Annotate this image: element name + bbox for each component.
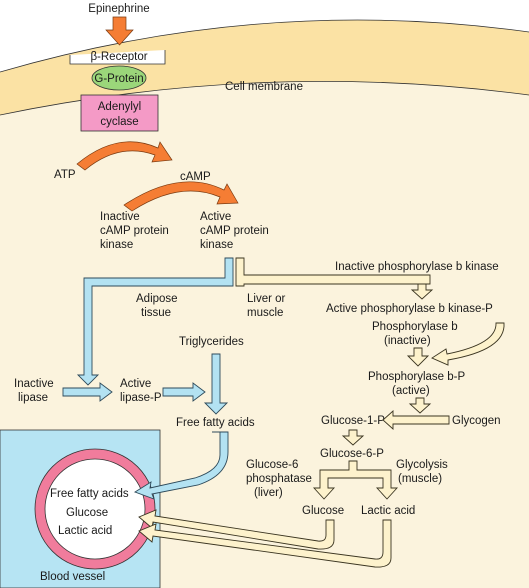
triglycerides-label: Triglycerides bbox=[179, 336, 244, 348]
cell-membrane-label: Cell membrane bbox=[225, 81, 303, 93]
membrane-outer-edge bbox=[0, 19, 529, 73]
g6p-phosphatase-line3: (liver) bbox=[254, 487, 283, 499]
glycolysis-line1: Glycolysis bbox=[396, 459, 448, 471]
phosphorylase-bp-line1: Phosphorylase b-P bbox=[368, 371, 465, 383]
lactic-acid-to-vessel-arrow bbox=[138, 519, 392, 568]
epinephrine-label: Epinephrine bbox=[88, 3, 149, 15]
adenylyl-cyclase-box bbox=[80, 94, 159, 132]
cell-membrane-band bbox=[0, 19, 529, 116]
active-pk-line2: cAMP protein bbox=[200, 225, 269, 237]
atp-to-camp-arrow bbox=[76, 141, 173, 171]
g1p-to-g6p-arrow bbox=[341, 429, 365, 446]
free-fatty-acids-label: Free fatty acids bbox=[176, 417, 255, 429]
phosphorylase-to-g1p-arrow bbox=[408, 397, 432, 414]
epinephrine-arrow bbox=[105, 16, 134, 46]
active-lipase-line1: Active bbox=[120, 378, 151, 390]
glycolysis-line2: (muscle) bbox=[398, 473, 442, 485]
phosphorylase-b-line1: Phosphorylase b bbox=[372, 321, 458, 333]
adipose-tissue-line2: tissue bbox=[141, 307, 171, 319]
pk-activation-arrow bbox=[123, 181, 239, 212]
glycogen-to-g1p-arrow bbox=[382, 409, 450, 431]
liver-muscle-pathway-arrow bbox=[235, 257, 431, 287]
g-protein-ellipse bbox=[91, 65, 147, 91]
liver-muscle-line2: muscle bbox=[247, 307, 283, 319]
inactive-pk-line2: cAMP protein bbox=[100, 225, 169, 237]
liver-muscle-line1: Liver or bbox=[247, 293, 286, 305]
inactive-phosphorylase-b-kinase-label: Inactive phosphorylase b kinase bbox=[335, 261, 499, 273]
camp-label: cAMP bbox=[180, 171, 211, 183]
glucose-6-p-label: Glucose-6-P bbox=[320, 448, 384, 460]
inactive-lipase-line2: lipase bbox=[18, 392, 48, 404]
active-lipase-line2: lipase-P bbox=[120, 392, 162, 404]
inactive-pk-line3: kinase bbox=[100, 239, 133, 251]
adipose-pathway-arrow bbox=[76, 257, 234, 386]
adenylyl-cyclase-label-line2: cyclase bbox=[100, 116, 138, 128]
g6p-branch-arrow bbox=[312, 460, 399, 500]
lipase-to-triglycerides-arrow bbox=[162, 382, 206, 402]
inactive-pk-line1: Inactive bbox=[100, 211, 140, 223]
blood-vessel-label: Blood vessel bbox=[40, 571, 105, 583]
blood-vessel-lumen bbox=[44, 458, 146, 560]
inactive-lipase-line1: Inactive bbox=[14, 378, 54, 390]
membrane-inner-edge bbox=[0, 81, 529, 116]
vessel-glucose-label: Glucose bbox=[66, 507, 108, 519]
lipase-activation-arrow bbox=[62, 382, 113, 402]
g6p-phosphatase-line2: phosphatase bbox=[246, 473, 312, 485]
active-pk-line1: Active bbox=[200, 211, 231, 223]
glucose-label: Glucose bbox=[302, 505, 344, 517]
glucose-1-p-label: Glucose-1-P bbox=[321, 415, 385, 427]
lactic-acid-label: Lactic acid bbox=[361, 505, 415, 517]
phosphorylase-b-line2: (inactive) bbox=[384, 335, 431, 347]
phosphorylase-bp-line2: (active) bbox=[392, 385, 430, 397]
adipose-tissue-line1: Adipose bbox=[136, 293, 178, 305]
beta-receptor-label: β-Receptor bbox=[90, 51, 147, 63]
adenylyl-cyclase-label-line1: Adenylyl bbox=[98, 101, 141, 113]
atp-label: ATP bbox=[54, 169, 76, 181]
phosphorylase-down-arrow bbox=[406, 347, 430, 367]
beta-receptor-notch bbox=[69, 50, 166, 65]
active-pk-line3: kinase bbox=[200, 239, 233, 251]
glycogen-label: Glycogen bbox=[452, 415, 501, 427]
triglycerides-down-arrow bbox=[203, 353, 229, 415]
vessel-lactic-acid-label: Lactic acid bbox=[58, 525, 112, 537]
active-phosphorylase-b-kinase-p-label: Active phosphorylase b kinase-P bbox=[326, 303, 493, 315]
phosphorylase-activation-curve-arrow bbox=[431, 322, 505, 366]
g6p-phosphatase-line1: Glucose-6 bbox=[246, 459, 298, 471]
kinase-activation-arrow bbox=[410, 283, 434, 300]
fatty-acids-to-vessel-arrow bbox=[133, 431, 229, 500]
vessel-free-fatty-acids-label: Free fatty acids bbox=[50, 488, 129, 500]
g-protein-label: G-Protein bbox=[94, 73, 143, 85]
glucose-to-vessel-arrow bbox=[138, 509, 335, 550]
